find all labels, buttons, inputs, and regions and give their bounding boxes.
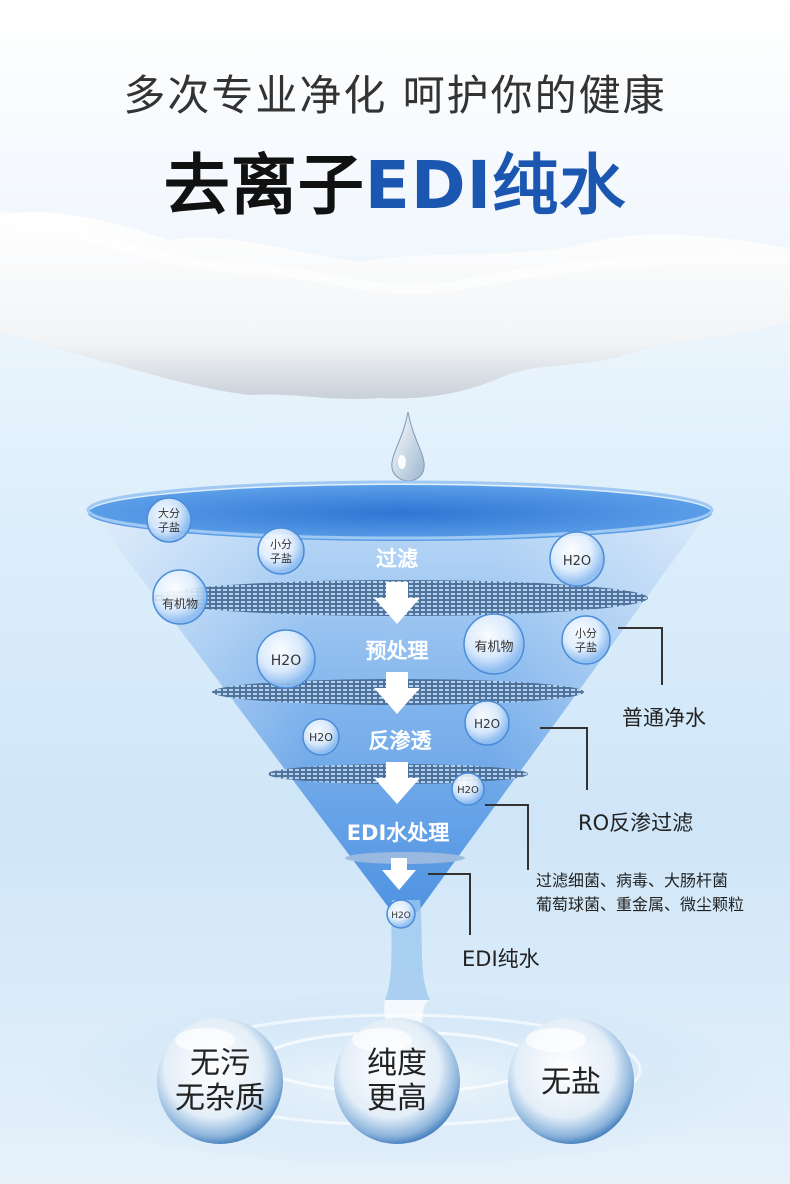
title-part-deionized: 去离子 — [163, 147, 365, 224]
feature-no-pollution: 无污 无杂质 — [157, 1018, 283, 1144]
annotation-edi-water: EDI纯水 — [462, 947, 540, 971]
svg-text:更高: 更高 — [367, 1081, 427, 1116]
bubble-small-salt: 小分 子盐 — [561, 615, 611, 665]
annotation-detail-line1: 过滤细菌、病毒、大肠杆菌 — [536, 871, 728, 890]
svg-text:子盐: 子盐 — [158, 521, 180, 534]
page-title: 去离子EDI纯水 — [0, 132, 790, 228]
flow-arrow-icon — [374, 762, 420, 804]
headline: 多次专业净化 呵护你的健康 — [123, 71, 667, 120]
svg-text:有机物: 有机物 — [474, 640, 513, 655]
flow-arrow-icon — [374, 582, 420, 624]
funnel: 过滤 预处理 反渗透 EDI水处理 — [86, 480, 714, 1000]
svg-text:无盐: 无盐 — [541, 1065, 601, 1100]
flow-arrow-icon — [382, 858, 416, 890]
step-label-filter: 过滤 — [376, 547, 418, 571]
svg-text:有机物: 有机物 — [162, 597, 198, 611]
svg-text:H2O: H2O — [474, 717, 500, 731]
bubble-h2o: H2O — [302, 718, 340, 756]
annotation-lines — [428, 627, 663, 935]
svg-text:无杂质: 无杂质 — [175, 1081, 265, 1116]
svg-text:H2O: H2O — [309, 731, 333, 744]
molecule-bubbles: 大分 子盐 小分 子盐 H2O 有机物 H2O 有机物 小分 子盐 — [146, 497, 611, 929]
bubble-h2o: H2O — [549, 531, 605, 587]
svg-text:子盐: 子盐 — [575, 641, 597, 654]
bubble-h2o: H2O — [256, 629, 316, 689]
water-drop — [391, 411, 425, 482]
annotation-normal-purification: 普通净水 — [622, 706, 706, 730]
annotation-ro-filtration: RO反渗过滤 — [578, 811, 693, 835]
bubble-h2o: H2O — [451, 772, 485, 806]
bubble-small-salt: 小分 子盐 — [257, 527, 305, 575]
svg-text:H2O: H2O — [271, 653, 301, 669]
svg-text:小分: 小分 — [270, 538, 292, 551]
svg-text:子盐: 子盐 — [270, 552, 292, 565]
svg-text:H2O: H2O — [563, 554, 591, 569]
bubble-h2o: H2O — [386, 899, 416, 929]
bubble-large-salt: 大分 子盐 — [146, 497, 192, 543]
flow-arrow-icon — [374, 672, 420, 714]
bubble-organic: 有机物 — [463, 613, 525, 675]
svg-text:无污: 无污 — [190, 1046, 250, 1081]
feature-higher-purity: 纯度 更高 — [334, 1018, 460, 1144]
svg-text:纯度: 纯度 — [367, 1046, 427, 1081]
step-label-edi: EDI水处理 — [347, 821, 450, 845]
title-part-edi: EDI纯水 — [364, 147, 627, 224]
step-label-ro: 反渗透 — [369, 729, 433, 753]
svg-text:H2O: H2O — [457, 785, 479, 796]
bubble-organic: 有机物 — [152, 569, 208, 625]
cloud — [0, 210, 790, 399]
bubble-h2o: H2O — [464, 700, 510, 746]
annotation-detail-line2: 葡萄球菌、重金属、微尘颗粒 — [536, 895, 744, 914]
svg-text:大分: 大分 — [158, 506, 180, 520]
feature-salt-free: 无盐 — [508, 1018, 634, 1144]
svg-text:H2O: H2O — [391, 911, 411, 921]
step-label-pretreat: 预处理 — [366, 639, 429, 663]
svg-text:小分: 小分 — [575, 627, 597, 640]
